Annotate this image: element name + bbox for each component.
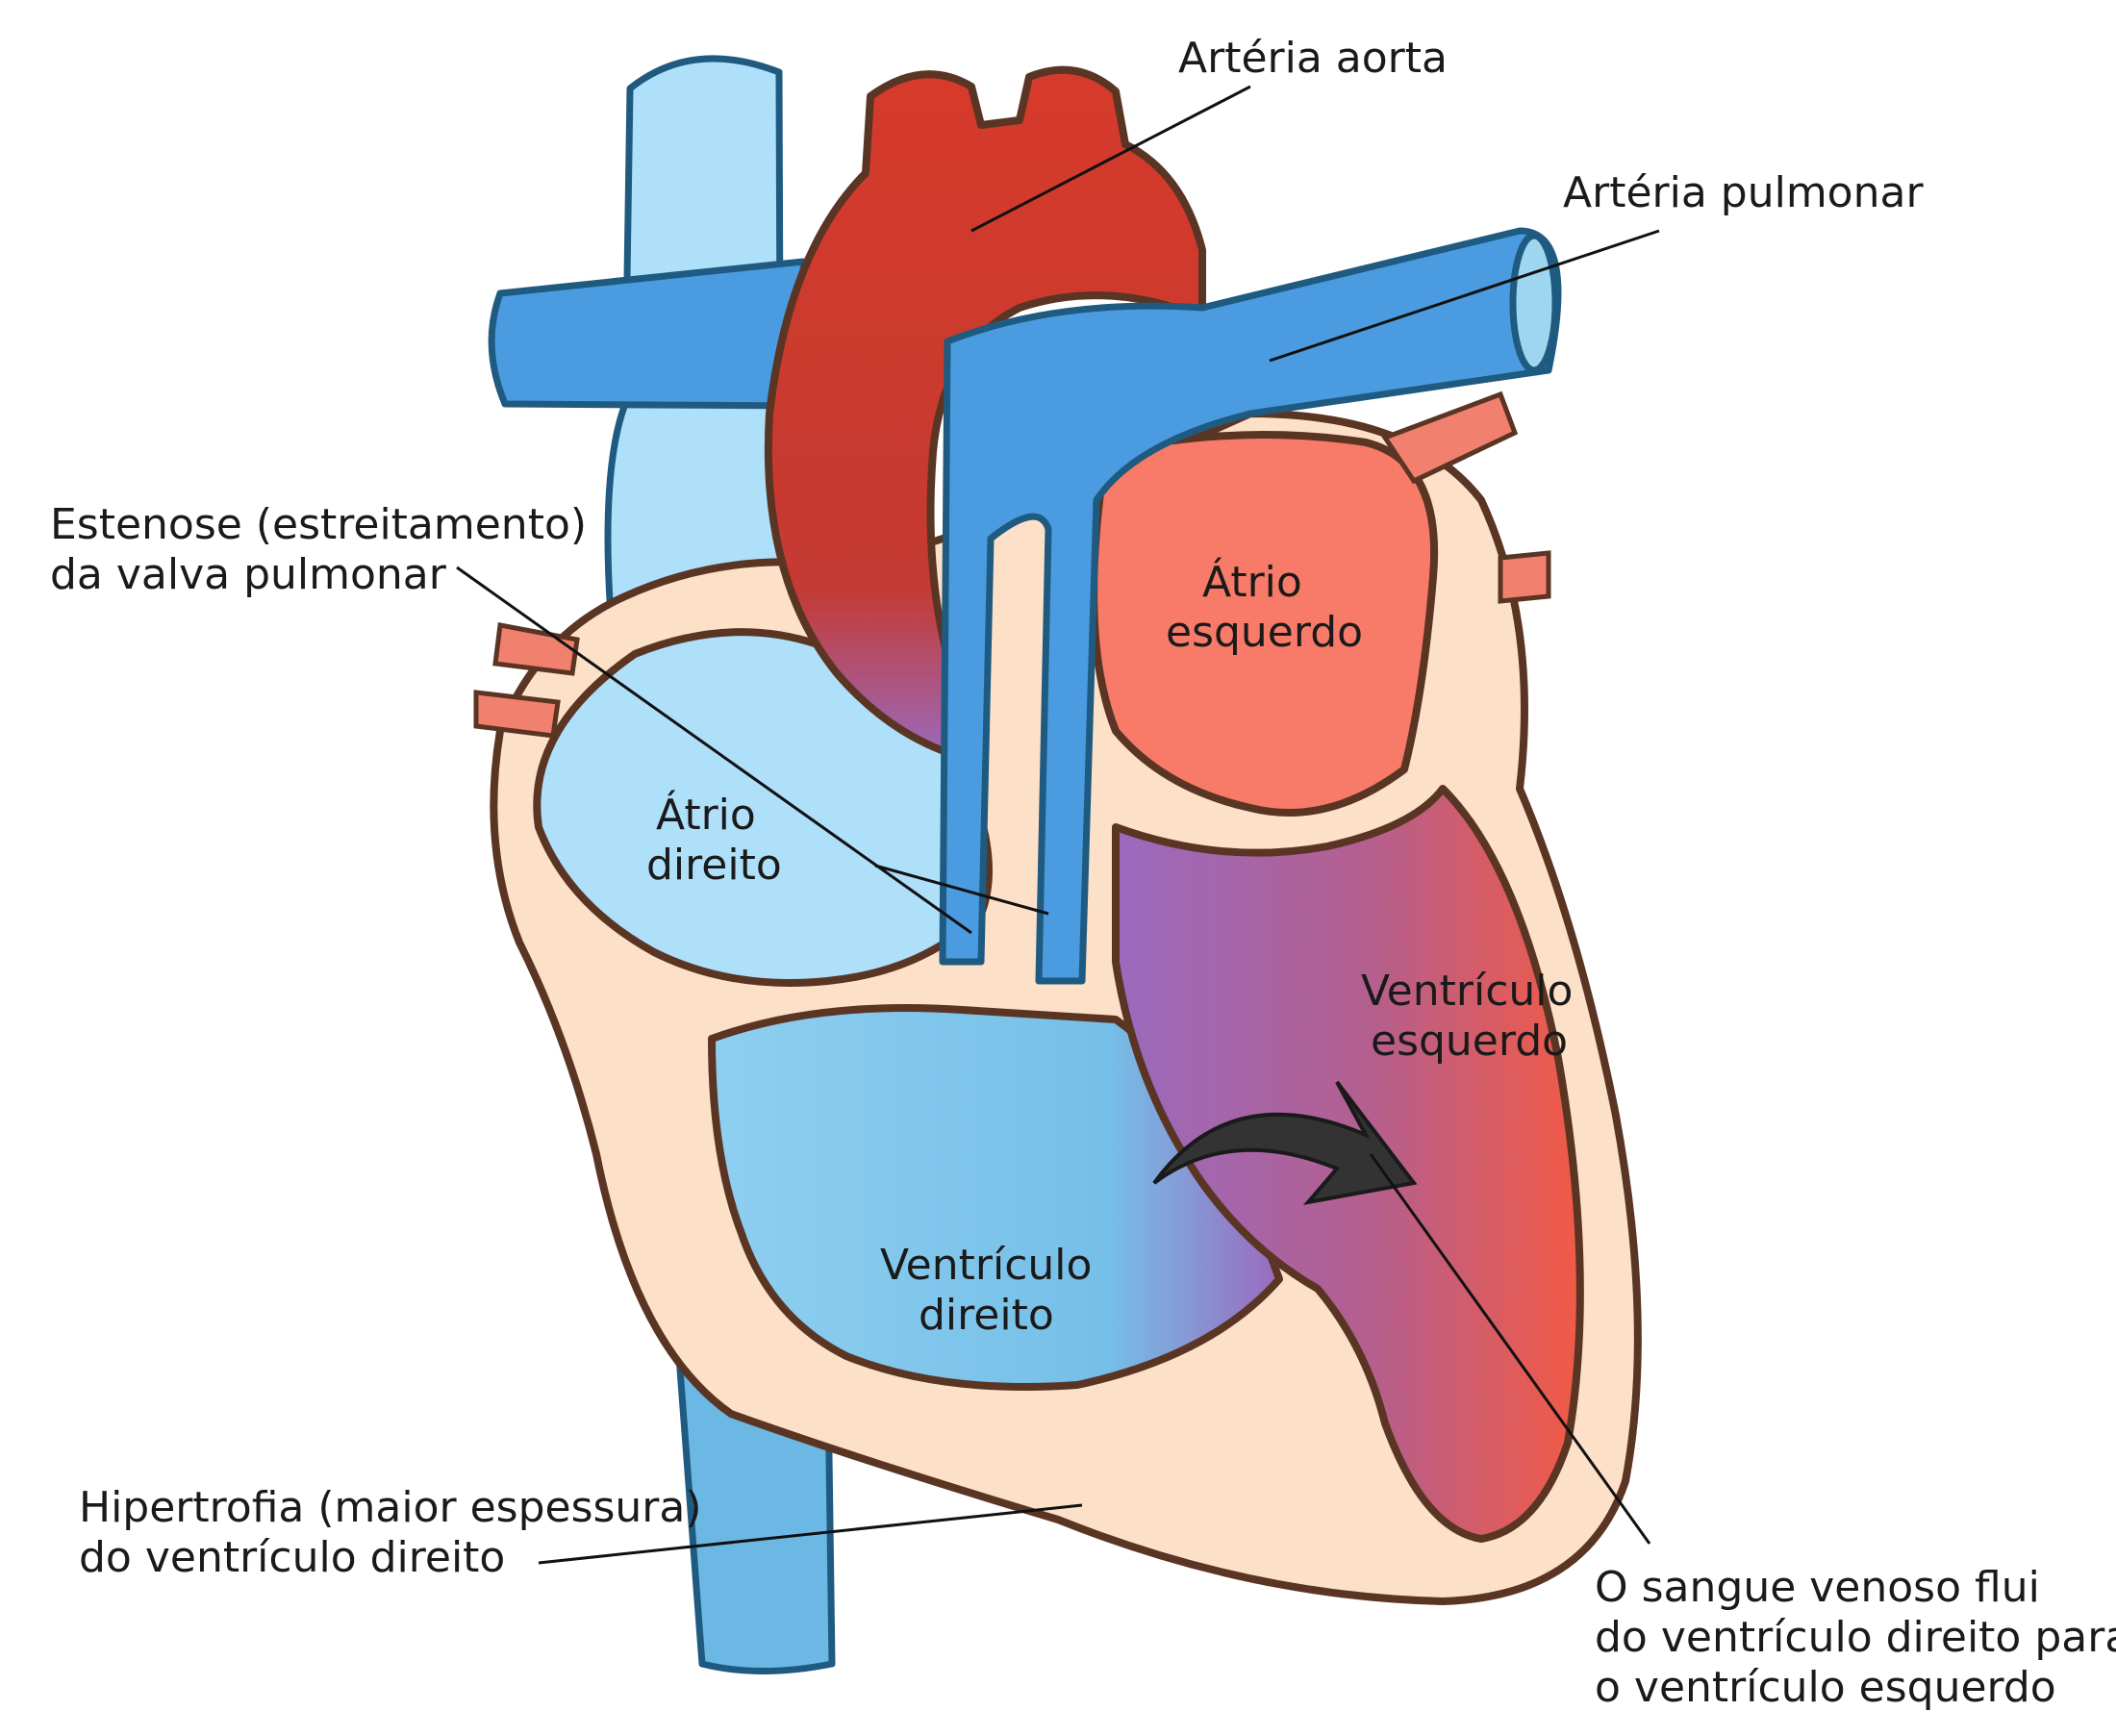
label-right-ventricle-2: direito xyxy=(919,1291,1054,1340)
flow-arrow-icon xyxy=(1152,1080,1418,1205)
aorta xyxy=(764,65,1206,764)
label-flow-line2: do ventrículo direito para xyxy=(1595,1613,2116,1662)
label-hypertrophy-line2: do ventrículo direito xyxy=(79,1533,505,1582)
label-right-atrium-1: Átrio xyxy=(656,789,756,840)
pulmonary-vein-right xyxy=(1498,550,1551,604)
label-right-ventricle-1: Ventrículo xyxy=(880,1241,1092,1290)
label-left-ventricle-2: esquerdo xyxy=(1371,1017,1568,1066)
label-stenosis-line1: Estenose (estreitamento) xyxy=(50,500,587,549)
leader-aorta xyxy=(970,85,1251,233)
label-left-ventricle-1: Ventrículo xyxy=(1361,967,1573,1016)
label-left-atrium-1: Átrio xyxy=(1202,556,1302,607)
label-flow-line3: o ventrículo esquerdo xyxy=(1595,1663,2056,1712)
label-stenosis-line2: da valva pulmonar xyxy=(50,550,447,599)
leader-pulmonary-artery xyxy=(1269,229,1660,363)
label-right-atrium-2: direito xyxy=(646,841,782,890)
pulmonary-vessel-left xyxy=(488,258,812,410)
leader-hypertrophy xyxy=(538,1503,1083,1565)
pulmonary-vein-left-lower xyxy=(473,690,561,739)
label-left-atrium-2: esquerdo xyxy=(1166,608,1363,657)
label-hypertrophy-line1: Hipertrofia (maior espessura) xyxy=(79,1483,702,1532)
leader-flow xyxy=(1369,1153,1651,1545)
leader-stenosis-b xyxy=(874,864,1049,916)
pulmonary-artery-opening xyxy=(1509,232,1559,374)
label-pulmonary-artery: Artéria pulmonar xyxy=(1563,168,1924,217)
leader-stenosis-a xyxy=(456,566,972,935)
label-aorta: Artéria aorta xyxy=(1178,34,1448,83)
left-atrium-chamber xyxy=(1090,431,1439,817)
right-ventricle-chamber xyxy=(708,1004,1283,1391)
label-flow-line1: O sangue venoso flui xyxy=(1595,1563,2040,1612)
pulmonary-artery xyxy=(939,227,1562,985)
pulmonary-vein-upper-right xyxy=(1381,390,1519,485)
